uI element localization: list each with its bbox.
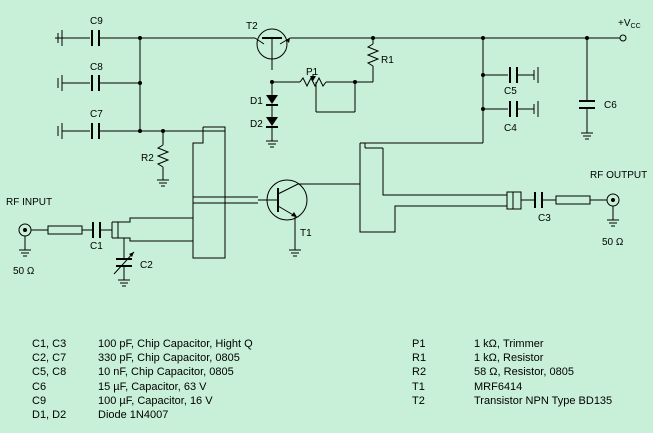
part-ref: C6: [32, 380, 47, 393]
label-c5: C5: [504, 86, 517, 97]
label-c2: C2: [140, 260, 153, 271]
label-c1: C1: [90, 241, 103, 252]
vcc-terminal: [619, 34, 627, 42]
part-desc: 58 Ω, Resistor, 0805: [474, 366, 574, 379]
parts-list-row: C2, C7 330 pF, Chip Capacitor, 0805: [32, 351, 253, 365]
label-p1: P1: [306, 67, 319, 78]
label-c4: C4: [504, 123, 517, 134]
rf-input-connector: [18, 217, 193, 257]
part-ref: R1: [412, 352, 427, 365]
part-desc: 10 nF, Chip Capacitor, 0805: [98, 366, 234, 379]
part-ref: C1, C3: [32, 338, 67, 350]
diodes-d1-d2: [266, 82, 278, 148]
part-desc: Diode 1N4007: [98, 408, 169, 421]
label-c7: C7: [90, 109, 103, 120]
parts-list-row: R1 1 kΩ, Resistor: [412, 351, 612, 365]
ground-symbol-left: [57, 30, 63, 139]
part-ref: C9: [32, 394, 47, 407]
part-ref: D1, D2: [32, 408, 67, 421]
trimmer-p1: [270, 74, 373, 113]
part-desc: 15 µF, Capacitor, 63 V: [98, 380, 207, 393]
parts-list-row: C9 100 µF, Capacitor, 16 V: [32, 394, 253, 408]
part-desc: Transistor NPN Type BD135: [474, 394, 613, 407]
label-vcc: +VCC: [618, 18, 641, 30]
part-desc: 1 kΩ, Trimmer: [474, 338, 544, 350]
label-c3: C3: [538, 213, 551, 224]
label-rf-input: RF INPUT: [6, 197, 52, 208]
label-r1: R1: [381, 55, 394, 66]
resistor-r1: [366, 36, 380, 82]
bias-network: [138, 36, 215, 187]
label-c9: C9: [90, 16, 103, 27]
parts-list-row: T1 MRF6414: [412, 380, 612, 394]
label-z-out: 50 Ω: [602, 237, 624, 248]
output-stripline: [359, 142, 607, 233]
label-t1: T1: [300, 228, 312, 239]
parts-list-row: R2 58 Ω, Resistor, 0805: [412, 365, 612, 379]
part-ref: T1: [412, 380, 425, 393]
label-t2: T2: [246, 21, 258, 32]
label-c6: C6: [604, 100, 617, 111]
parts-list-row: T2 Transistor NPN Type BD135: [412, 394, 612, 408]
part-ref: R2: [412, 366, 427, 379]
label-c8: C8: [90, 62, 103, 73]
label-rf-output: RF OUTPUT: [590, 170, 647, 181]
label-d2: D2: [250, 119, 263, 130]
capacitor-c6: [579, 36, 595, 140]
capacitor-c2: [113, 238, 135, 287]
part-ref: T2: [412, 394, 425, 407]
parts-list-row: C6 15 µF, Capacitor, 63 V: [32, 380, 253, 394]
parts-list-row: P1 1 kΩ, Trimmer: [412, 337, 612, 351]
part-ref: C5, C8: [32, 366, 67, 379]
parts-list-row: C5, C8 10 nF, Chip Capacitor, 0805: [32, 365, 253, 379]
capacitor-c7: [62, 123, 140, 139]
parts-list-row: C1, C3 100 pF, Chip Capacitor, Hight Q: [32, 337, 253, 351]
part-desc: 100 pF, Chip Capacitor, Hight Q: [98, 338, 253, 350]
label-d1: D1: [250, 96, 263, 107]
part-desc: 1 kΩ, Resistor: [474, 352, 544, 365]
part-desc: 100 µF, Capacitor, 16 V: [98, 394, 213, 407]
transistor-t1: [258, 179, 360, 257]
transistor-t2: [254, 28, 291, 70]
part-ref: C2, C7: [32, 352, 67, 365]
capacitor-c8: [62, 75, 140, 91]
parts-list-row: D1, D2 Diode 1N4007: [32, 408, 253, 422]
part-desc: 330 pF, Chip Capacitor, 0805: [98, 352, 240, 365]
part-desc: MRF6414: [474, 380, 523, 393]
label-z-in: 50 Ω: [13, 266, 35, 277]
label-r2: R2: [141, 153, 154, 164]
decoupling-c4-c5: [481, 36, 539, 143]
part-ref: P1: [412, 338, 426, 350]
capacitor-c9: [62, 30, 110, 46]
input-stripline: [192, 126, 258, 259]
rf-output-connector: [606, 193, 620, 227]
